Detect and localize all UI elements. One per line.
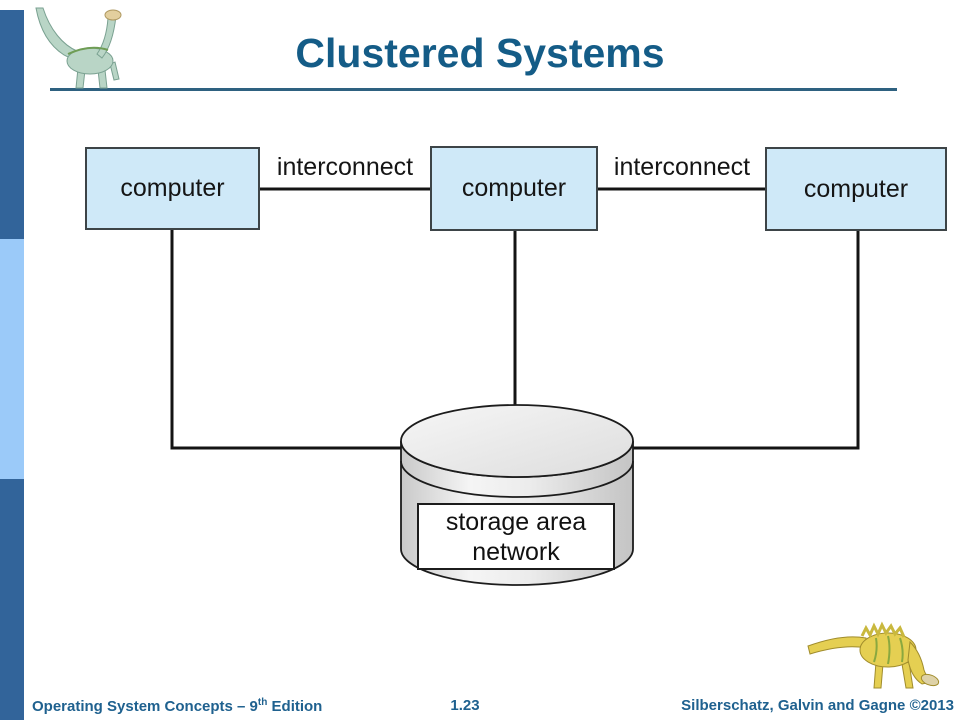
footer-book-prefix: Operating System Concepts – 9 bbox=[32, 698, 258, 715]
left-storage-link bbox=[170, 229, 404, 450]
footer-book-suffix: Edition bbox=[267, 698, 323, 715]
footer-credits: Silberschatz, Galvin and Gagne ©2013 bbox=[681, 697, 954, 714]
left-accent-bar-middle bbox=[0, 239, 24, 479]
edition-superscript: th bbox=[257, 697, 268, 708]
computer-node-1-label: computer bbox=[120, 174, 225, 202]
page-number: 1.23 bbox=[450, 697, 480, 714]
left-accent-bar-top bbox=[0, 10, 24, 239]
storage-label-line2: network bbox=[472, 537, 560, 566]
storage-label-line1: storage area bbox=[445, 507, 587, 536]
page-title: Clustered Systems bbox=[295, 30, 665, 76]
computer-node-2: computer bbox=[430, 146, 598, 231]
computer-node-3: computer bbox=[765, 147, 947, 231]
interconnect-label-2: interconnect bbox=[613, 153, 751, 181]
dinosaur-logo-icon bbox=[35, 7, 122, 89]
right-storage-link bbox=[630, 229, 860, 450]
left-accent-bar-bottom bbox=[0, 479, 24, 720]
title-underline bbox=[50, 88, 897, 91]
interconnect-label-1: interconnect bbox=[276, 153, 414, 181]
footer-book-title: Operating System Concepts – 9th Edition bbox=[32, 697, 322, 715]
computer-node-3-label: computer bbox=[803, 174, 909, 203]
computer-node-1: computer bbox=[85, 147, 260, 230]
dinosaur-footer-icon bbox=[807, 621, 940, 689]
computer-node-2-label: computer bbox=[461, 174, 567, 202]
storage-area-network-label: storage area network bbox=[417, 503, 615, 570]
